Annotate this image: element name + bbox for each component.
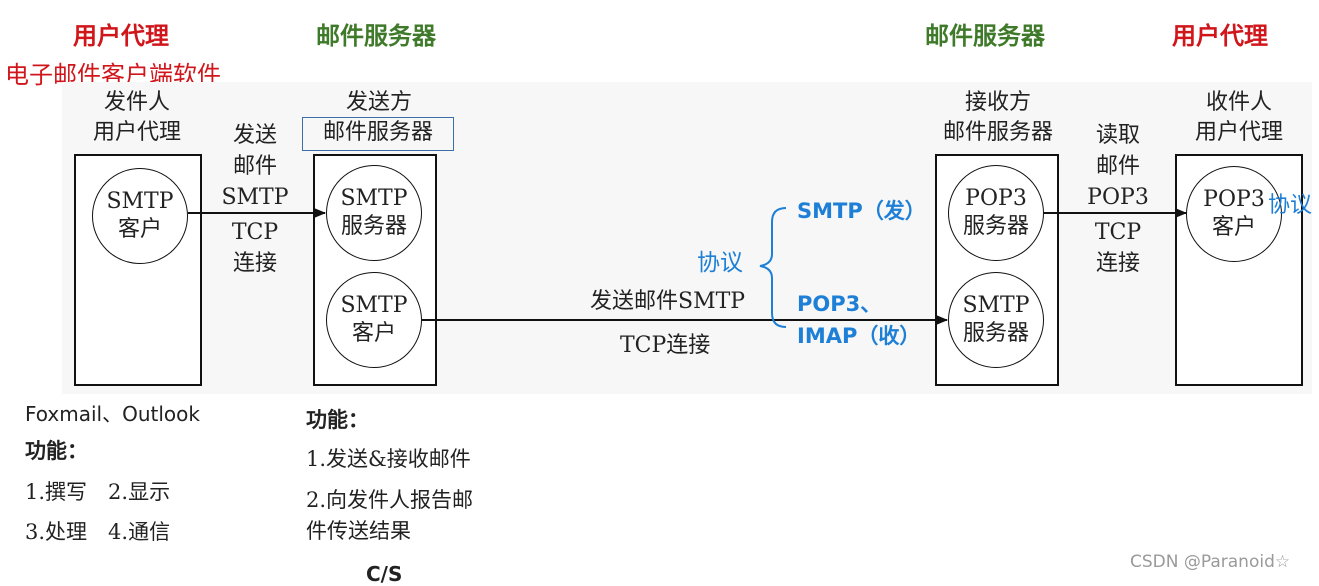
sender-server-title: 发送方 [302, 88, 456, 118]
notes-server-func-2a: 2.向发件人报告邮 [306, 488, 474, 512]
sender-smtp-server-line2: 服务器 [340, 214, 407, 239]
sender-server-smtp-client-circle: SMTP 客户 [326, 272, 422, 368]
notes-left-func-3-4: 3.处理 4.通信 [25, 520, 171, 544]
link-send-line5: 连接 [232, 251, 277, 276]
middle-link-line2: TCP连接 [620, 333, 711, 358]
receiver-smtp-server-line2: 服务器 [962, 321, 1029, 346]
notes-server-func-2b: 件传送结果 [306, 519, 411, 543]
notes-server-func-label: 功能： [306, 407, 369, 432]
notes-server-func-1: 1.发送&接收邮件 [306, 447, 471, 471]
sender-ua-title: 发件人 用户代理 [82, 88, 192, 148]
sender-smtp-server-line1: SMTP [340, 186, 408, 211]
sender-ua-title-line1: 发件人 [103, 90, 170, 115]
receiver-server-title: 接收方 邮件服务器 [930, 88, 1066, 148]
watermark: CSDN @Paranoid☆ [1130, 552, 1291, 572]
header-user-agent-right: 用户代理 [1172, 22, 1268, 50]
receiver-pop3-client-line2: 客户 [1211, 215, 1256, 240]
sender-server-smtp-client-line2: 客户 [351, 321, 396, 346]
diagram-area [62, 82, 1312, 394]
notes-left-func-label: 功能： [25, 438, 88, 463]
protocol-imap-recv: IMAP（收） [797, 324, 921, 348]
link-send-line1: 发送 [232, 123, 277, 148]
notes-clients: Foxmail、Outlook [25, 402, 200, 426]
sender-server-title-line1: 发送方 [345, 90, 412, 115]
receiver-pop3-server-line2: 服务器 [962, 214, 1029, 239]
protocol-smtp-send: SMTP（发） [797, 199, 926, 223]
notes-left-func-1-2: 1.撰写 2.显示 [25, 480, 171, 504]
sender-server-title-box: 邮件服务器 [302, 117, 454, 151]
receiver-protocol-overlay: 协议 [1268, 193, 1313, 218]
link-send-line3: SMTP [221, 185, 289, 210]
sender-smtp-client-line1: SMTP [106, 189, 174, 214]
link-read-line2: 邮件 [1095, 154, 1140, 179]
protocol-label: 协议 [697, 250, 743, 276]
link-read-line5: 连接 [1095, 251, 1140, 276]
receiver-smtp-server-line1: SMTP [962, 293, 1030, 318]
receiver-ua-title: 收件人 用户代理 [1180, 88, 1298, 148]
link-read-line4: TCP [1094, 220, 1142, 245]
sender-server-smtp-client-line1: SMTP [340, 293, 408, 318]
header-mail-server-left: 邮件服务器 [316, 22, 436, 50]
cs-label: C/S [366, 562, 403, 586]
receiver-pop3-server-circle: POP3 服务器 [948, 165, 1044, 261]
middle-link-line1: 发送邮件SMTP [590, 289, 746, 314]
protocol-brace [759, 207, 787, 328]
protocol-pop3: POP3、 [797, 292, 882, 316]
link-read-labels: 读取 邮件 POP3 TCP 连接 [1078, 120, 1158, 279]
link-send-labels: 发送 邮件 SMTP TCP 连接 [214, 120, 296, 279]
sender-smtp-server-circle: SMTP 服务器 [326, 165, 422, 261]
link-send-line4: TCP [231, 220, 279, 245]
receiver-ua-title-line2: 用户代理 [1194, 120, 1283, 145]
link-read-line3: POP3 [1087, 185, 1149, 210]
receiver-pop3-client-line1: POP3 [1203, 187, 1265, 212]
receiver-ua-title-line1: 收件人 [1205, 90, 1272, 115]
header-mail-server-right: 邮件服务器 [925, 22, 1045, 50]
receiver-pop3-client-circle: POP3 客户 [1186, 166, 1282, 262]
receiver-server-title-line2: 邮件服务器 [942, 120, 1053, 145]
sender-smtp-client-circle: SMTP 客户 [92, 168, 188, 264]
sender-smtp-client-line2: 客户 [117, 217, 162, 242]
header-user-agent-left: 用户代理 [73, 22, 169, 50]
receiver-smtp-server-circle: SMTP 服务器 [948, 272, 1044, 368]
link-read-line1: 读取 [1095, 123, 1140, 148]
sender-ua-title-line2: 用户代理 [92, 120, 181, 145]
receiver-pop3-server-line1: POP3 [965, 186, 1027, 211]
link-send-line2: 邮件 [232, 154, 277, 179]
receiver-server-title-line1: 接收方 [964, 90, 1031, 115]
